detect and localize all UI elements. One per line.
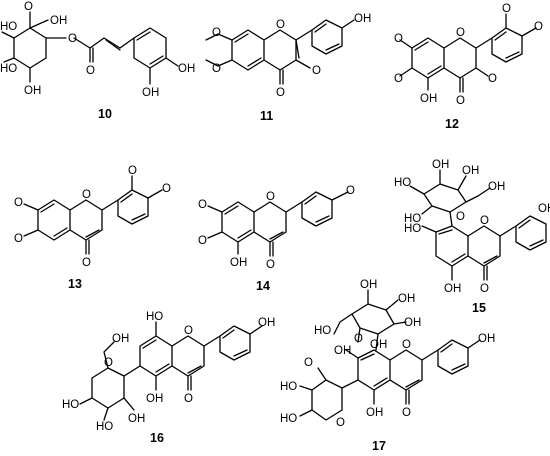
atom-label: O	[456, 211, 465, 223]
compound-13-atom-labels: O O O O O O	[14, 165, 171, 269]
atom-label: OH	[370, 339, 387, 351]
atom-label: O	[394, 73, 403, 85]
atom-label: OH	[478, 333, 495, 345]
atom-label: O	[162, 183, 171, 195]
atom-label: O	[354, 333, 363, 345]
atom-label: O	[456, 27, 465, 39]
atom-label: O	[266, 191, 275, 203]
atom-label: O	[86, 65, 95, 77]
atom-label: O	[82, 189, 91, 201]
compound-13-structure	[23, 175, 163, 255]
atom-label: OH	[142, 87, 159, 99]
compound-number: 13	[68, 277, 82, 291]
atom-label: HO	[280, 413, 297, 425]
atom-label: O	[276, 19, 285, 31]
atom-label: O	[24, 1, 33, 13]
atom-label: O	[394, 33, 403, 45]
compound-17-structure	[299, 289, 481, 421]
atom-label: HO	[146, 311, 163, 323]
atom-label: O	[456, 95, 465, 107]
atom-label: O	[82, 257, 91, 269]
atom-label: O	[212, 63, 221, 75]
compound-15-structure	[409, 169, 547, 281]
atom-label: O	[502, 3, 511, 15]
atom-label: OH	[366, 407, 383, 419]
atom-label: O	[184, 325, 193, 337]
compound-number: 10	[98, 107, 112, 121]
atom-label: HO	[96, 421, 113, 433]
atom-label: O	[212, 27, 221, 39]
atom-label: O	[336, 417, 345, 429]
compound-number: 12	[445, 117, 459, 131]
atom-label: O	[346, 185, 355, 197]
atom-label: OH	[258, 317, 275, 329]
atom-label: HO	[0, 21, 17, 33]
atom-label: O	[304, 357, 313, 369]
atom-label: OH	[146, 393, 163, 405]
atom-label: O	[198, 235, 207, 247]
atom-label: HO	[314, 325, 331, 337]
atom-label: OH	[538, 203, 550, 215]
atom-label: O	[480, 215, 489, 227]
atom-label: O	[402, 407, 411, 419]
compound-12-atom-labels: O O O O O O O OH	[394, 3, 543, 107]
compound-14-structure	[207, 191, 349, 257]
atom-label: O	[266, 259, 275, 271]
compound-10-structure	[1, 11, 179, 85]
atom-label: OH	[398, 293, 415, 305]
atom-label: HO	[0, 63, 17, 75]
atom-label: OH	[432, 159, 449, 171]
atom-label: O	[68, 33, 77, 45]
atom-label: OH	[354, 13, 371, 25]
compound-14-atom-labels: O O O O O OH	[198, 185, 355, 271]
compound-number: 14	[256, 279, 270, 293]
atom-label: OH	[50, 15, 67, 27]
atom-label: OH	[112, 333, 129, 345]
compound-16-atom-labels: O O OH HO OH O OH HO HO OH	[62, 311, 275, 433]
atom-label: OH	[360, 279, 377, 291]
atom-label: O	[184, 393, 193, 405]
atom-label: O	[534, 21, 543, 33]
atom-label: OH	[404, 317, 421, 329]
atom-label: OH	[334, 345, 351, 357]
compound-11-structure	[205, 19, 355, 85]
atom-label: O	[480, 283, 489, 295]
atom-label: OH	[178, 63, 195, 75]
atom-label: O	[104, 357, 113, 369]
compound-10-atom-labels: O OH O O HO HO OH OH OH	[0, 1, 195, 99]
compound-15-atom-labels: OH OH HO HO OH O O O OH HO OH	[394, 159, 550, 295]
compound-number: 17	[372, 439, 386, 453]
atom-label: O	[488, 73, 497, 85]
compound-number: 11	[260, 109, 273, 123]
atom-label: OH	[444, 283, 461, 295]
atom-label: O	[402, 339, 411, 351]
atom-label: HO	[404, 223, 421, 235]
compound-number: 15	[472, 301, 486, 315]
atom-label: O	[128, 165, 137, 177]
atom-label: OH	[488, 181, 505, 193]
atom-label: HO	[62, 399, 79, 411]
compound-12-structure	[399, 13, 537, 93]
compound-16-structure	[79, 321, 263, 421]
atom-label: OH	[128, 413, 145, 425]
compound-11-atom-labels: O O O OH O O	[212, 13, 371, 99]
atom-label: HO	[404, 213, 421, 225]
compound-number: 16	[150, 431, 164, 445]
atom-label: O	[276, 87, 285, 99]
atom-label: OH	[230, 257, 247, 269]
atom-label: OH	[462, 165, 479, 177]
atom-label: HO	[394, 177, 411, 189]
atom-label: HO	[280, 381, 297, 393]
atom-label: O	[312, 65, 321, 77]
atom-label: OH	[420, 93, 437, 105]
atom-label: O	[198, 199, 207, 211]
atom-label: OH	[24, 85, 41, 97]
atom-label: O	[14, 197, 23, 209]
compound-17-atom-labels: OH OH OH HO O OH O O OH OH OH O HO HO O	[280, 279, 495, 429]
atom-label: O	[14, 233, 23, 245]
